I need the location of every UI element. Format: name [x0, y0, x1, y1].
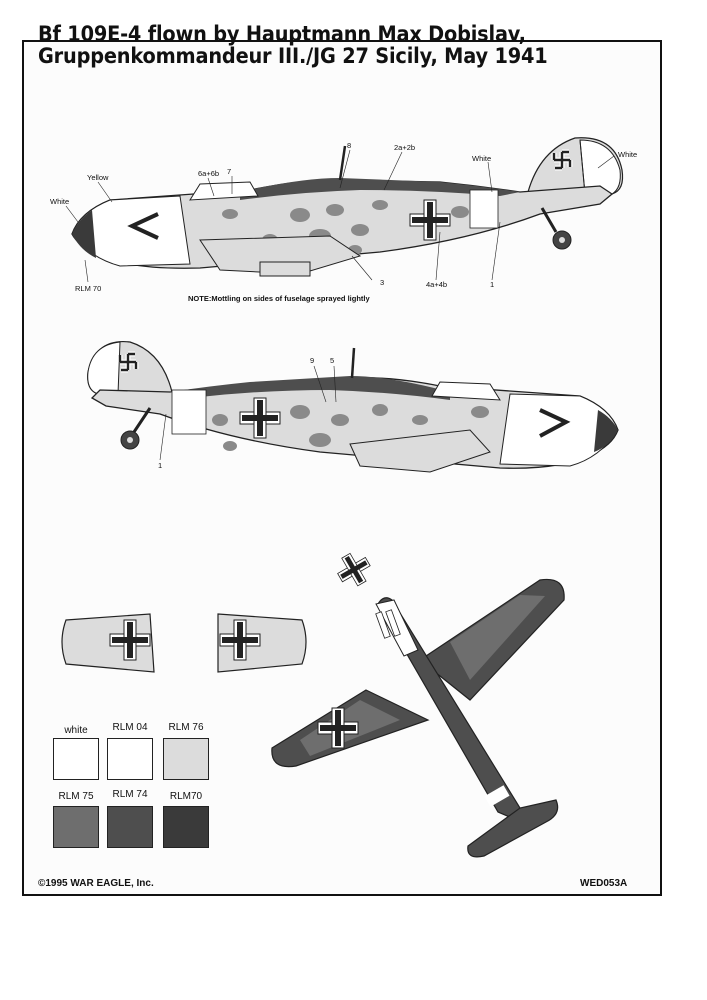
callout-yellow: Yellow	[87, 173, 109, 182]
page-title-line-1: Bf 109E-4 flown by Hauptmann Max Dobisla…	[38, 22, 526, 46]
plan-view-top	[271, 547, 565, 858]
profile-left-side	[65, 137, 624, 283]
callout-8: 8	[347, 141, 352, 150]
callout-1-top: 1	[490, 280, 495, 289]
mottling-note: NOTE:Mottling on sides of fuselage spray…	[188, 294, 370, 303]
wing-underside-right	[217, 613, 307, 673]
tail-swastika-icon	[554, 152, 570, 168]
callout-2a2b: 2a+2b	[394, 143, 416, 152]
product-code: WED053A	[580, 878, 628, 889]
swatch-rlm04	[107, 738, 153, 780]
copyright: ©1995 WAR EAGLE, Inc.	[38, 878, 154, 889]
page-title-line-2: Gruppenkommandeur III./JG 27 Sicily, May…	[38, 44, 548, 68]
callout-white-rudder: White	[618, 150, 638, 159]
swatch-label-rlm70: RLM70	[169, 791, 203, 802]
callout-3: 3	[380, 278, 385, 287]
swatch-label-white: white	[64, 725, 88, 736]
plan-cross-icon-right	[331, 547, 377, 592]
callout-6a6b: 6a+6b	[198, 169, 220, 178]
swatch-white	[53, 738, 99, 780]
callout-rlm70: RLM 70	[75, 284, 102, 293]
swatch-label-rlm75: RLM 75	[58, 791, 94, 802]
profile-right-side	[87, 340, 619, 473]
swatch-label-rlm76: RLM 76	[168, 722, 204, 733]
callout-5: 5	[330, 356, 335, 365]
swatch-label-rlm74: RLM 74	[112, 789, 148, 800]
callout-7: 7	[227, 167, 232, 176]
callout-white-nose: White	[50, 197, 70, 206]
callout-4a4b: 4a+4b	[426, 280, 448, 289]
swatch-rlm76	[163, 738, 209, 780]
wing-underside-left	[61, 613, 155, 673]
swatch-label-rlm04: RLM 04	[112, 722, 148, 733]
swatch-rlm75	[53, 806, 99, 848]
swatch-rlm70	[163, 806, 209, 848]
callout-white-fuselage: White	[472, 154, 492, 163]
callout-1-bottom: 1	[158, 461, 163, 470]
swatch-rlm74	[107, 806, 153, 848]
callout-9: 9	[310, 356, 315, 365]
tail-swastika-icon-2	[120, 354, 136, 370]
